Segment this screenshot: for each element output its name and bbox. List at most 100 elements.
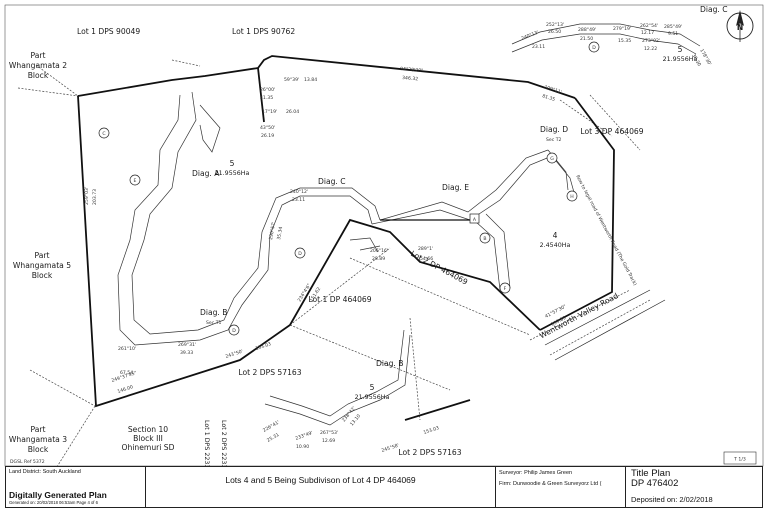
plan-annotation: 289°1' bbox=[418, 246, 433, 252]
plan-annotation: 233°49' bbox=[295, 430, 314, 442]
plan-annotation: 153.03 bbox=[255, 341, 272, 352]
plan-annotation: 12.17 bbox=[641, 30, 654, 36]
plan-annotation: 26.19 bbox=[261, 133, 274, 139]
plan-annotation: 41.35 bbox=[260, 95, 273, 101]
plan-annotation: 153.03 bbox=[423, 425, 440, 436]
label-part-w3-a: Part bbox=[31, 425, 46, 434]
plan-description: Lots 4 and 5 Being Subdivison of Lot 4 D… bbox=[225, 475, 416, 485]
plan-annotation: D bbox=[592, 45, 596, 51]
label-part-w5-a: Part bbox=[35, 251, 50, 260]
diag-c-strip bbox=[511, 23, 701, 55]
plan-annotation: 26.50 bbox=[548, 29, 561, 35]
plan-annotation: 81.35 bbox=[541, 93, 555, 103]
label-lot1-dps90762: Lot 1 DPS 90762 bbox=[232, 27, 295, 36]
label-diag-a: Diag. A bbox=[192, 169, 220, 178]
adjacent-boundaries bbox=[17, 59, 651, 471]
road-frontage bbox=[544, 289, 666, 361]
plan-annotation: 279°19' bbox=[613, 26, 631, 32]
plan-number: DP 476402 bbox=[631, 478, 679, 489]
plan-annotation: H bbox=[570, 194, 573, 200]
plan-annotation: 13.84 bbox=[304, 77, 317, 83]
label-lot3-dp464069: Lot 3 DP 464069 bbox=[580, 127, 643, 136]
plan-annotation: 26.04 bbox=[286, 109, 299, 115]
label-lot2-dps22337: Lot 2 DPS 22337 bbox=[220, 420, 227, 472]
plan-annotation: 35.34 bbox=[276, 226, 284, 240]
plan-annotation: 23.11 bbox=[532, 44, 545, 50]
easement-strips bbox=[117, 91, 576, 426]
label-diag-d: Diag. D bbox=[540, 125, 568, 134]
label-part-w5-c: Block bbox=[32, 271, 53, 280]
label-lot1-dp464069: Lot 1 DP 464069 bbox=[308, 295, 371, 304]
lot5-number: 5 bbox=[230, 159, 235, 168]
label-lot1-dps22337: Lot 1 DPS 22337 bbox=[203, 420, 210, 472]
label-sec-t2: Sec T2 bbox=[546, 137, 562, 143]
plan-annotation: 28.89 bbox=[372, 256, 385, 262]
plan-annotation: 243°50' bbox=[225, 349, 244, 360]
deposited-date: Deposited on: 2/02/2018 bbox=[631, 495, 713, 504]
north-arrow-icon: N bbox=[726, 10, 754, 42]
plan-annotation: 17°19' bbox=[262, 109, 277, 115]
plan-annotation: 15.35 bbox=[618, 38, 631, 44]
plan-annotation: 12.22 bbox=[644, 46, 657, 52]
plan-annotation: 39.33 bbox=[180, 350, 193, 356]
marker-ct-icon: D bbox=[588, 41, 600, 53]
lot5-boundary bbox=[77, 55, 576, 421]
plan-annotation: 240°12' bbox=[290, 189, 308, 195]
lot4-number: 4 bbox=[553, 231, 558, 240]
label-sec-t1: Sec T1 bbox=[206, 320, 222, 326]
plan-annotation: 26°00' bbox=[260, 87, 275, 93]
lot5b-number: 5 bbox=[678, 45, 683, 54]
label-part-w5-b: Whangamata 5 bbox=[13, 261, 71, 270]
lot5-area: 21.9556Ha bbox=[215, 170, 250, 177]
label-lot2-dps57163-a: Lot 2 DPS 57163 bbox=[238, 368, 301, 377]
plan-annotation: A bbox=[473, 217, 477, 223]
title-block-surveyor: Surveyor: Philip James Green Firm: Dunwo… bbox=[496, 467, 626, 507]
label-part-w2-b: Whangamata 2 bbox=[9, 61, 67, 70]
plan-annotation: 346.32 bbox=[402, 75, 419, 82]
label-lot1-dps90049: Lot 1 DPS 90049 bbox=[77, 27, 140, 36]
plan-annotation: 12.69 bbox=[322, 438, 335, 444]
lot-areas: 5 21.9556Ha 5 21.9556Ha 5 21.9556Ha 4 2.… bbox=[215, 45, 698, 401]
label-diag-c2: Diag. C bbox=[700, 5, 728, 14]
label-part-w3-c: Block bbox=[28, 445, 49, 454]
plan-annotation: 245°58' bbox=[381, 443, 400, 454]
marker-h-icon: H bbox=[566, 190, 578, 202]
plan-annotation: 288°49' bbox=[578, 27, 596, 33]
label-lot2-dps57163-b: Lot 2 DPS 57163 bbox=[398, 448, 461, 457]
land-district: Land District: South Auckland bbox=[9, 469, 81, 475]
plan-annotation: C bbox=[102, 131, 105, 137]
label-section10-b: Block III bbox=[133, 434, 163, 443]
plan-annotation: D bbox=[232, 328, 236, 334]
plan-annotation: 30.30 bbox=[690, 53, 702, 67]
label-part-w3-b: Whangamata 3 bbox=[9, 435, 67, 444]
label-section10-c: Ohinemuri SD bbox=[122, 443, 175, 452]
surveyor-name: Surveyor: Philip James Green bbox=[499, 470, 573, 476]
plan-annotation: 21.50 bbox=[580, 36, 593, 42]
title-block-left: Land District: South Auckland Digitally … bbox=[6, 467, 146, 507]
easement-markers: A B C D D E F G H D bbox=[98, 41, 600, 336]
plan-annotation: 273°02' bbox=[642, 38, 660, 44]
plan-annotation: 290°57' bbox=[268, 221, 277, 240]
label-part-w2-a: Part bbox=[31, 51, 46, 60]
label-diag-b2: Diag. B bbox=[376, 359, 403, 368]
lot4-boundary bbox=[539, 97, 615, 331]
marker-f-icon: F bbox=[499, 282, 511, 294]
parcel-labels: Lot 1 DPS 90049 Lot 1 DPS 90762 Part Wha… bbox=[9, 27, 644, 472]
surveyor-firm: Firm: Dunwoodie & Green Surveyorz Ltd ( bbox=[499, 481, 602, 487]
lot5c-number: 5 bbox=[370, 383, 375, 392]
plan-annotation: 262°54' bbox=[640, 23, 658, 29]
plan-annotation: 252°13' bbox=[546, 22, 564, 28]
plan-annotation: 146.00 bbox=[117, 384, 134, 395]
plan-type: Title Plan bbox=[631, 468, 671, 479]
marker-a-icon: A bbox=[469, 213, 480, 224]
generated-note: Generated on: 20/02/2018 06:53am Page 4 … bbox=[9, 500, 98, 505]
plan-annotation: 25.31 bbox=[266, 432, 280, 444]
plan-annotation: 54.66 bbox=[420, 256, 433, 262]
plan-annotation: 67.54 bbox=[120, 370, 133, 376]
marker-d2-icon: D bbox=[228, 324, 240, 336]
label-section10-a: Section 10 bbox=[128, 425, 168, 434]
plan-annotation: D bbox=[298, 251, 302, 257]
plan-annotation: 9.51 bbox=[668, 31, 678, 37]
title-block: Land District: South Auckland Digitally … bbox=[5, 466, 763, 508]
scale-ref: T 1/3 bbox=[723, 451, 757, 465]
